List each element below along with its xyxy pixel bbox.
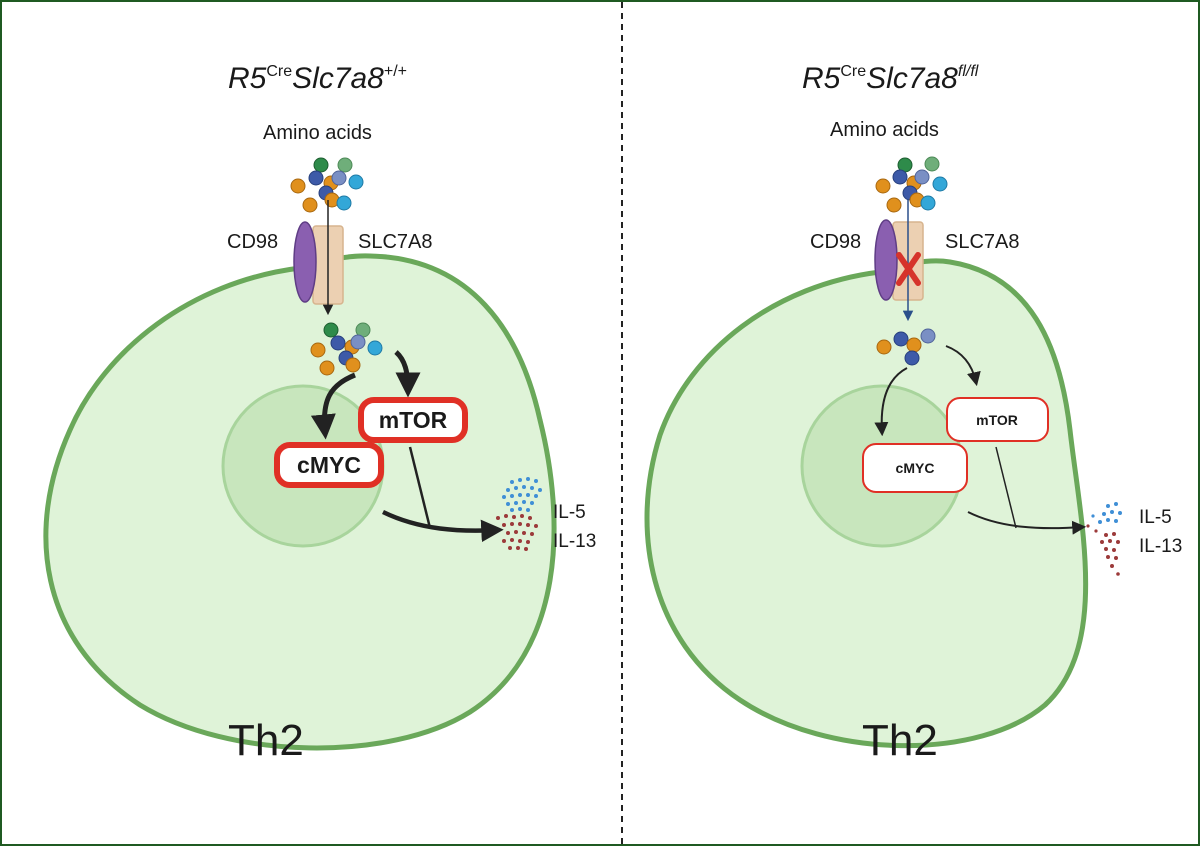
il5-dots-right: [1091, 502, 1122, 524]
panel-right: R5CreSlc7a8fl/fl Amino acids CD98 SLC7A8: [644, 62, 1182, 765]
arrow-to-mtor-right: [945, 345, 981, 387]
cytokine-output-arrow-right: [967, 511, 1087, 535]
amino-acids-label-left: Amino acids: [263, 122, 372, 144]
cmyc-box-right: cMYC: [862, 443, 968, 493]
cmyc-label-right: cMYC: [896, 460, 935, 476]
panel-left: R5CreSlc7a8+/+ Amino acids CD98 SLC7A8: [43, 62, 596, 765]
il13-dots-left: [496, 514, 538, 551]
il5-dots-left: [502, 477, 542, 512]
cell-type-label-left: Th2: [228, 716, 304, 765]
cd98-protein-left: [293, 221, 317, 303]
panel-left-title: R5CreSlc7a8+/+: [228, 62, 407, 95]
il13-label-left: IL-13: [553, 531, 596, 552]
panel-right-title: R5CreSlc7a8fl/fl: [802, 62, 979, 95]
amino-acids-label-right: Amino acids: [830, 119, 939, 141]
amino-acid-cluster-outside-right: [875, 156, 948, 213]
slc7a8-label-right: SLC7A8: [945, 231, 1020, 253]
mtor-label-left: mTOR: [379, 407, 448, 433]
cmyc-box-left: cMYC: [274, 442, 384, 488]
amino-acid-cluster-inside-right: [876, 328, 936, 366]
amino-acid-cluster-outside-left: [290, 157, 364, 213]
il5-label-right: IL-5: [1139, 507, 1172, 528]
arrow-to-cmyc-right: [874, 367, 908, 437]
arrow-to-mtor-left: [394, 350, 421, 398]
cd98-label-left: CD98: [227, 231, 278, 253]
mtor-connector-left: [408, 446, 432, 529]
cd98-label-right: CD98: [810, 231, 861, 253]
cytokine-output-arrow-left: [382, 509, 504, 543]
cd98-protein-right: [874, 219, 898, 301]
il13-label-right: IL-13: [1139, 536, 1182, 557]
slc7a8-label-left: SLC7A8: [358, 231, 433, 253]
mtor-box-left: mTOR: [358, 397, 468, 443]
il5-label-left: IL-5: [553, 502, 586, 523]
block-x-mark: [896, 252, 921, 286]
mtor-box-right: mTOR: [946, 397, 1049, 442]
il13-dots-right: [1086, 524, 1120, 576]
cmyc-label-left: cMYC: [297, 452, 361, 478]
mtor-connector-right: [995, 446, 1017, 529]
mtor-label-right: mTOR: [976, 412, 1018, 428]
cell-type-label-right: Th2: [862, 716, 938, 765]
arrow-to-cmyc-left: [310, 372, 356, 440]
amino-acid-cluster-inside-left: [310, 322, 383, 376]
